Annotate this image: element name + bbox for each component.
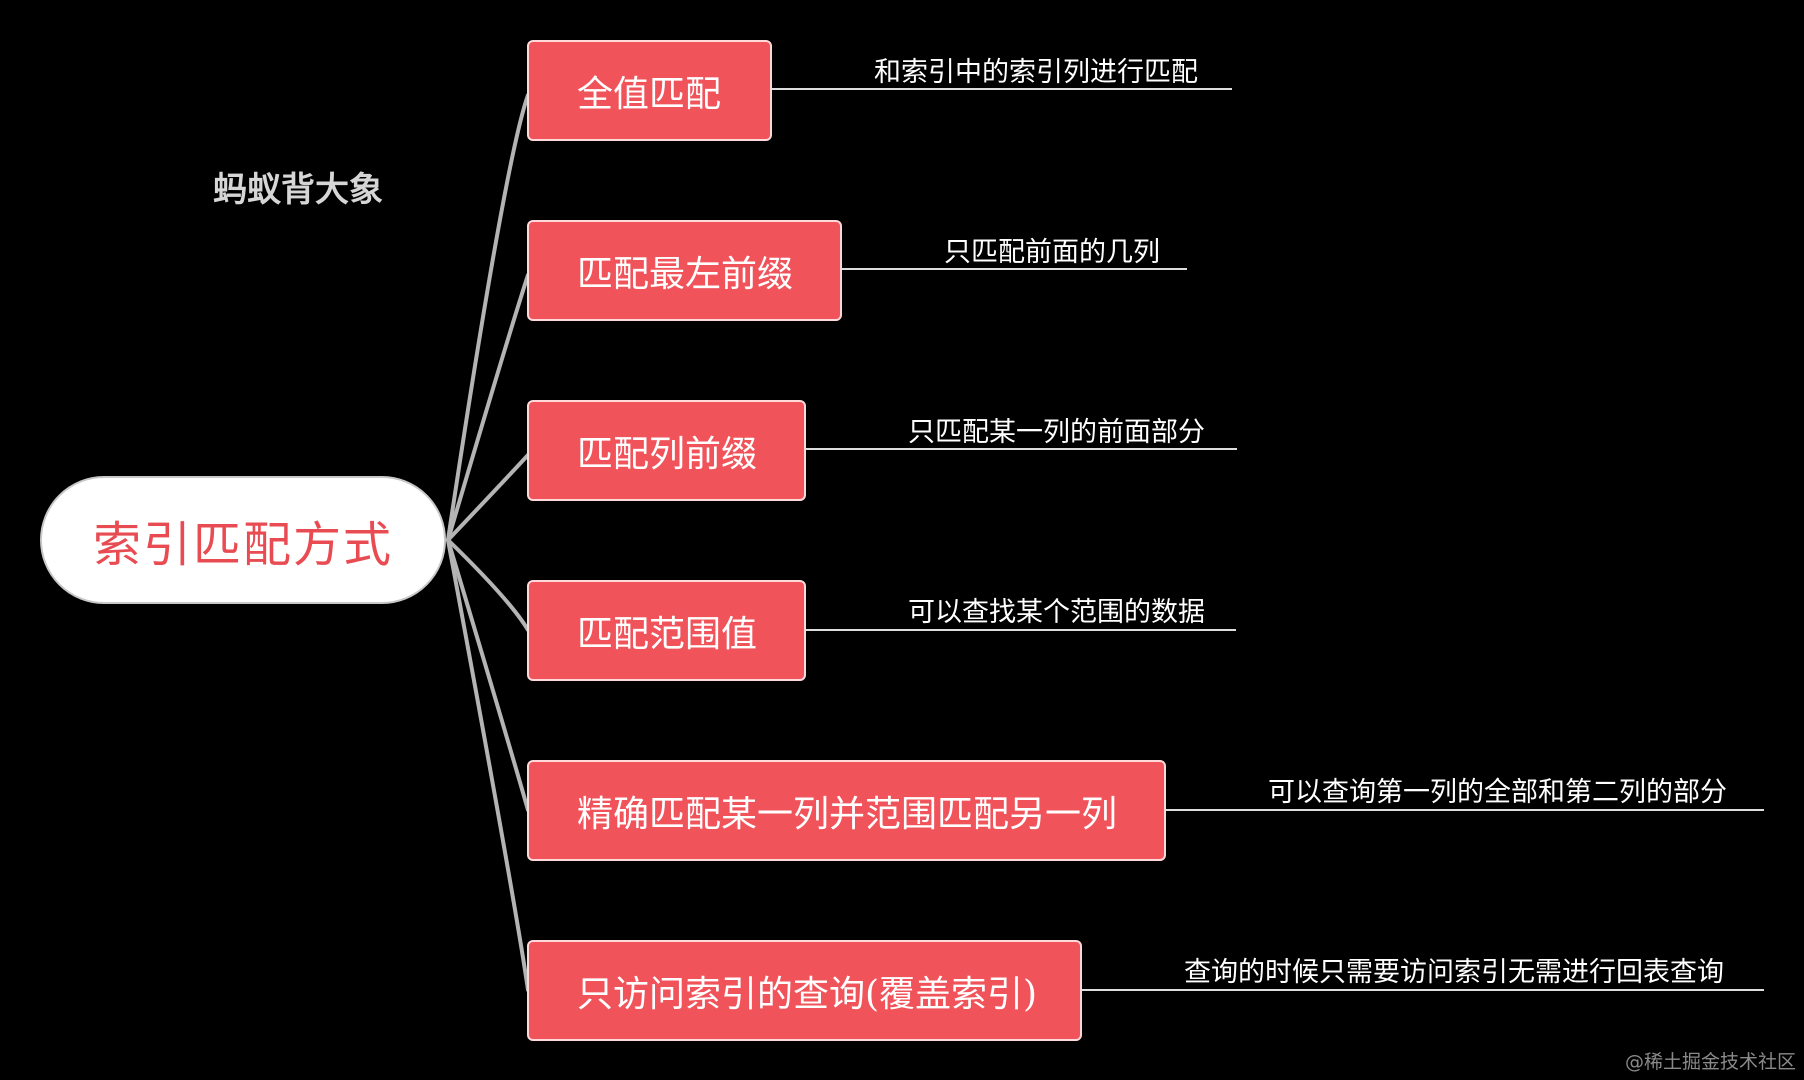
branch-node-range-value[interactable]: 匹配范围值: [527, 580, 806, 681]
connector-4: [446, 538, 530, 632]
root-node[interactable]: 索引匹配方式: [40, 476, 446, 604]
connector-5: [446, 538, 530, 812]
note-exact-and-range: 可以查询第一列的全部和第二列的部分: [1268, 777, 1727, 808]
note-range-value: 可以查找某个范围的数据: [908, 597, 1205, 628]
branch-node-covering-index[interactable]: 只访问索引的查询(覆盖索引): [527, 940, 1082, 1041]
watermark: @稀土掘金技术社区: [1624, 1051, 1796, 1073]
branch-node-column-prefix[interactable]: 匹配列前缀: [527, 400, 806, 501]
connector-6: [446, 538, 530, 992]
author-label: 蚂蚁背大象: [213, 170, 383, 210]
note-column-prefix: 只匹配某一列的前面部分: [908, 417, 1205, 448]
branch-node-leftmost-prefix[interactable]: 匹配最左前缀: [527, 220, 842, 321]
branch-node-exact-and-range[interactable]: 精确匹配某一列并范围匹配另一列: [527, 760, 1166, 861]
note-leftmost-prefix: 只匹配前面的几列: [944, 237, 1160, 268]
connector-3: [446, 453, 530, 542]
note-covering-index: 查询的时候只需要访问索引无需进行回表查询: [1184, 957, 1724, 988]
connector-2: [446, 273, 530, 542]
note-full-value-match: 和索引中的索引列进行匹配: [874, 57, 1198, 88]
branch-node-full-value-match[interactable]: 全值匹配: [527, 40, 772, 141]
connector-1: [446, 93, 530, 542]
